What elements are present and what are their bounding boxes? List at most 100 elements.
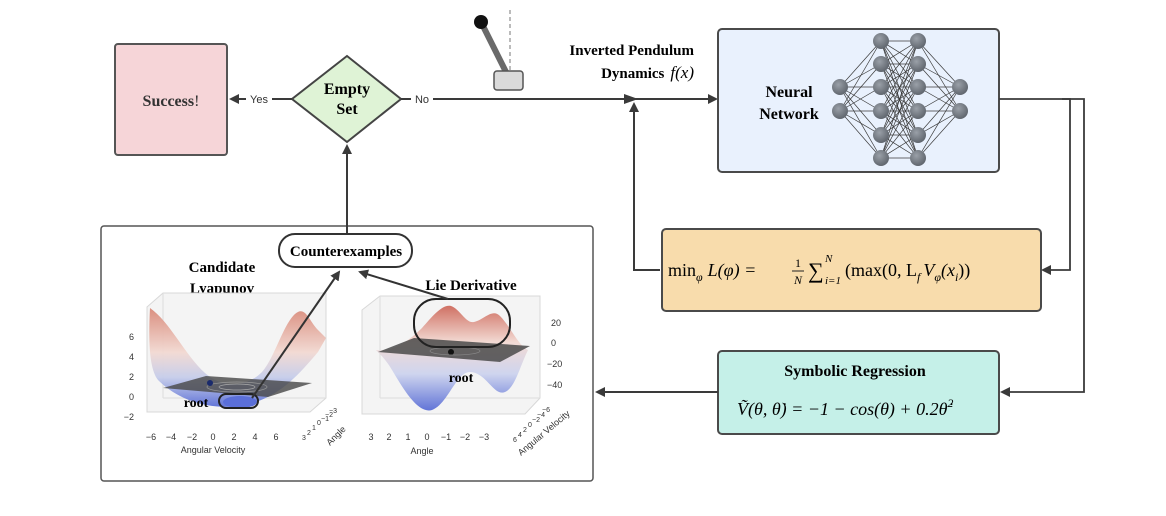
neural-network-line1: Neural xyxy=(765,84,813,101)
nn-edge xyxy=(880,63,919,159)
lie-x-tick: −3 xyxy=(479,432,489,442)
empty-set-decision: Empty Set xyxy=(290,54,403,144)
neural-network-box: Neural Network xyxy=(717,28,1000,173)
lyapunov-root-label: root xyxy=(184,396,209,411)
nn-node xyxy=(873,103,889,119)
neural-network-graph-icon xyxy=(832,33,968,166)
lie-y-tick: 0 xyxy=(528,422,532,429)
nn-edge xyxy=(880,86,919,159)
lie-x-tick: −2 xyxy=(460,432,470,442)
lie-root-label: root xyxy=(449,371,474,386)
nn-edge xyxy=(917,86,961,159)
lie-y-tick: −6 xyxy=(542,407,550,414)
nn-node xyxy=(952,103,968,119)
loss-min: min xyxy=(668,260,696,280)
nn-edge xyxy=(839,110,882,159)
nn-node xyxy=(873,127,889,143)
lyap-z-tick: 6 xyxy=(129,332,134,342)
nn-node xyxy=(910,79,926,95)
loss-sum-sub: i=1 xyxy=(825,275,841,287)
loss-sum: ∑ xyxy=(808,258,824,283)
symbolic-formula: Ṽ(θ, θ̇) = −1 − cos(θ) + 0.2θ̇2 xyxy=(737,396,953,420)
nn-edge xyxy=(880,40,919,88)
lie-counterexample-highlight xyxy=(413,298,511,348)
lyap-x-tick: 0 xyxy=(210,432,215,442)
lyap-x-tick: −4 xyxy=(166,432,176,442)
nn-node xyxy=(873,79,889,95)
nn-node xyxy=(873,150,889,166)
lie-z-tick: 0 xyxy=(551,338,556,348)
lyap-z-tick: 2 xyxy=(129,372,134,382)
counterexamples-box: Counterexamples xyxy=(278,233,413,268)
pendulum-caption-line2: Dynamics f(x) xyxy=(601,63,694,82)
pendulum-dynamics-formula: f(x) xyxy=(670,63,694,82)
lie-z-tick: −20 xyxy=(547,359,562,369)
lyap-y-tick: 0 xyxy=(317,420,321,427)
lyap-z-tick: −2 xyxy=(124,412,134,422)
lyap-x-tick: 2 xyxy=(231,432,236,442)
loss-frac-num: 1 xyxy=(795,256,801,270)
lyapunov-root-highlight xyxy=(218,393,259,409)
symbolic-title: Symbolic Regression xyxy=(784,363,926,380)
neural-network-line2: Network xyxy=(759,106,819,123)
nn-edge xyxy=(839,63,882,112)
yes-label: Yes xyxy=(250,94,268,106)
lyap-x-tick: 6 xyxy=(273,432,278,442)
loss-frac-den: N xyxy=(793,273,803,287)
pendulum-dynamics-word: Dynamics xyxy=(601,66,664,82)
nn-to-symbolic-arrow xyxy=(1000,98,1085,397)
loss-lhs: L(φ) = xyxy=(707,260,757,281)
nn-edge xyxy=(917,110,961,159)
lyap-y-tick: 3 xyxy=(302,435,306,442)
loss-formula: minφ L(φ) = xyxy=(668,260,756,284)
nn-edge xyxy=(839,40,882,112)
loss-return-arrow xyxy=(629,102,660,271)
nn-edge xyxy=(917,86,961,136)
success-suffix: ! xyxy=(194,93,199,110)
lyapunov-title-line1: Candidate xyxy=(189,260,256,276)
nn-node xyxy=(910,103,926,119)
nn-edge xyxy=(880,110,919,159)
lyap-y-tick: −2 xyxy=(325,412,333,419)
nn-node xyxy=(910,33,926,49)
lyap-y-tick: 1 xyxy=(312,425,316,432)
lie-x-tick: −1 xyxy=(441,432,451,442)
lie-y-tick: −4 xyxy=(537,412,545,419)
lie-x-tick: 3 xyxy=(368,432,373,442)
lie-x-tick: 0 xyxy=(424,432,429,442)
nn-edge xyxy=(917,86,961,112)
lyap-y-tick: 2 xyxy=(307,430,311,437)
lie-z-tick: −40 xyxy=(547,380,562,390)
lie-y-tick: 4 xyxy=(518,432,522,439)
lie-to-counterexamples-arrow xyxy=(358,269,449,300)
success-box: Success! xyxy=(114,43,228,156)
lie-x-tick: 1 xyxy=(405,432,410,442)
no-label: No xyxy=(415,94,429,106)
lyap-y-tick: −3 xyxy=(329,408,337,415)
nn-edge xyxy=(880,40,919,136)
lyap-x-tick: −2 xyxy=(187,432,197,442)
lyap-y-tick: −1 xyxy=(321,416,329,423)
nn-edge xyxy=(880,40,919,112)
lie-y-tick: 6 xyxy=(513,437,517,444)
nn-node xyxy=(910,150,926,166)
counterexamples-label: Counterexamples xyxy=(290,244,402,260)
nn-node xyxy=(910,127,926,143)
loss-min-sub: φ xyxy=(696,270,703,284)
lyap-x-tick: −6 xyxy=(146,432,156,442)
lyap-x-axis-label: Angular Velocity xyxy=(181,445,246,455)
nn-edge xyxy=(839,40,882,88)
nn-edge xyxy=(917,63,961,112)
lie-x-axis-label: Angle xyxy=(410,446,433,456)
decision-line2: Set xyxy=(336,101,358,118)
lie-y-tick: −2 xyxy=(532,417,540,424)
pendulum-caption-line1: Inverted Pendulum xyxy=(569,43,694,59)
nn-to-loss-arrow xyxy=(999,98,1071,275)
success-label: Success xyxy=(143,93,195,110)
lie-title: Lie Derivative xyxy=(425,278,517,294)
nn-edge xyxy=(917,40,961,88)
nn-node xyxy=(952,79,968,95)
